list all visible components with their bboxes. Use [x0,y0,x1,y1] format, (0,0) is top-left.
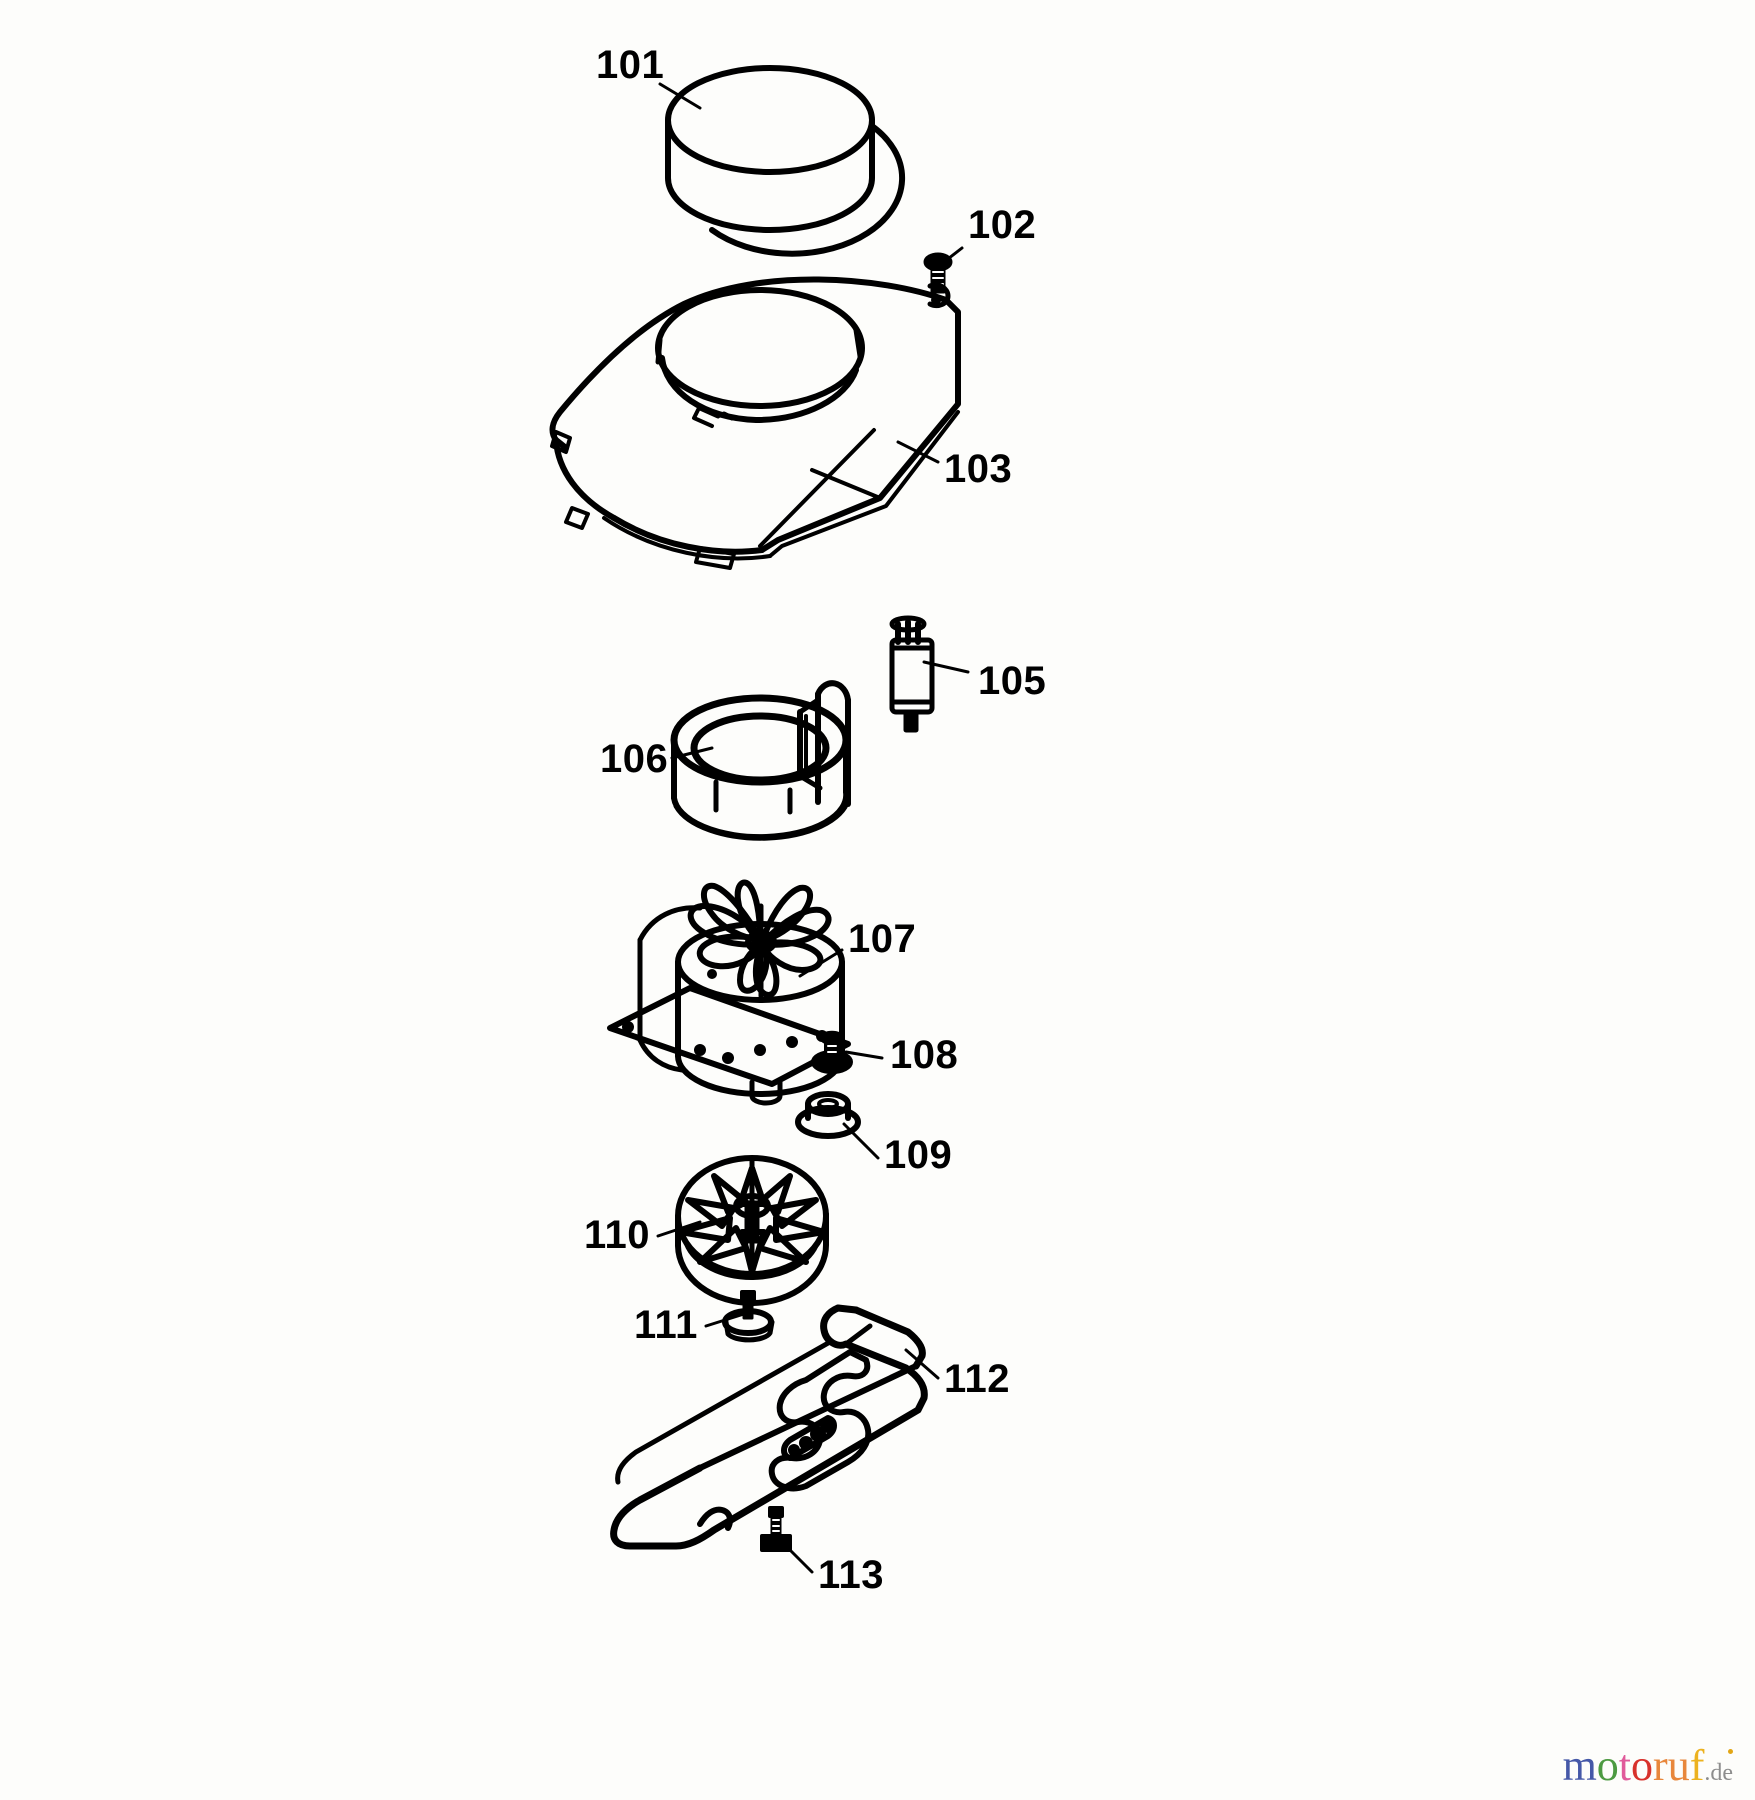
watermark-letter-m: m [1562,1741,1597,1790]
leader-106 [670,746,714,760]
callout-111: 111 [634,1303,698,1347]
callout-101: 101 [596,43,664,87]
leader-109 [842,1122,880,1160]
part-110-cooling-fan-impeller [675,1155,830,1306]
callout-103: 103 [944,447,1012,491]
part-108-motor-shaft-bolt [811,1030,853,1074]
callout-107: 107 [848,917,916,961]
watermark-accent-dot [1728,1749,1733,1754]
leader-112 [904,1348,940,1380]
watermark-letter-t: t [1618,1741,1632,1790]
leader-111 [704,1312,746,1328]
leader-113 [786,1546,814,1574]
watermark-letter-u: u [1667,1741,1690,1790]
part-101-air-filter-cap [665,65,906,257]
callout-109: 109 [884,1133,952,1177]
leader-107 [798,948,844,978]
watermark-letter-o2: o [1631,1741,1654,1790]
callout-112: 112 [944,1357,1010,1401]
leader-110 [656,1220,702,1238]
callout-108: 108 [890,1033,958,1077]
part-103-motor-housing-cover [549,276,961,570]
part-112-mower-blade [610,1304,928,1550]
part-109-blade-adapter-washer [795,1091,861,1139]
watermark-letter-r: r [1653,1741,1668,1790]
callout-102: 102 [968,203,1036,247]
callout-leader-lines [656,82,970,1574]
callout-105: 105 [978,659,1046,703]
leader-103 [896,440,940,464]
part-111-blade-bolt-upper [722,1290,775,1343]
part-113-blade-bolt-lower [760,1506,792,1552]
callout-110: 110 [584,1213,650,1257]
leader-108 [844,1050,884,1060]
callout-113: 113 [818,1553,884,1597]
leader-105 [922,660,970,674]
part-105-capacitor [889,615,935,733]
callout-106: 106 [600,737,668,781]
leader-102 [942,246,964,264]
watermark-letter-o1: o [1596,1741,1619,1790]
watermark-letter-f: f [1689,1741,1705,1790]
motoruf-watermark: motoruf.de [1563,1744,1733,1788]
part-106-fan-shroud-housing [670,680,851,841]
callout-numbers: 101 102 103 105 106 107 108 109 110 111 … [584,43,1046,1597]
leader-101 [658,82,702,110]
watermark-suffix: .de [1704,1760,1733,1786]
part-107-electric-motor [607,879,851,1106]
